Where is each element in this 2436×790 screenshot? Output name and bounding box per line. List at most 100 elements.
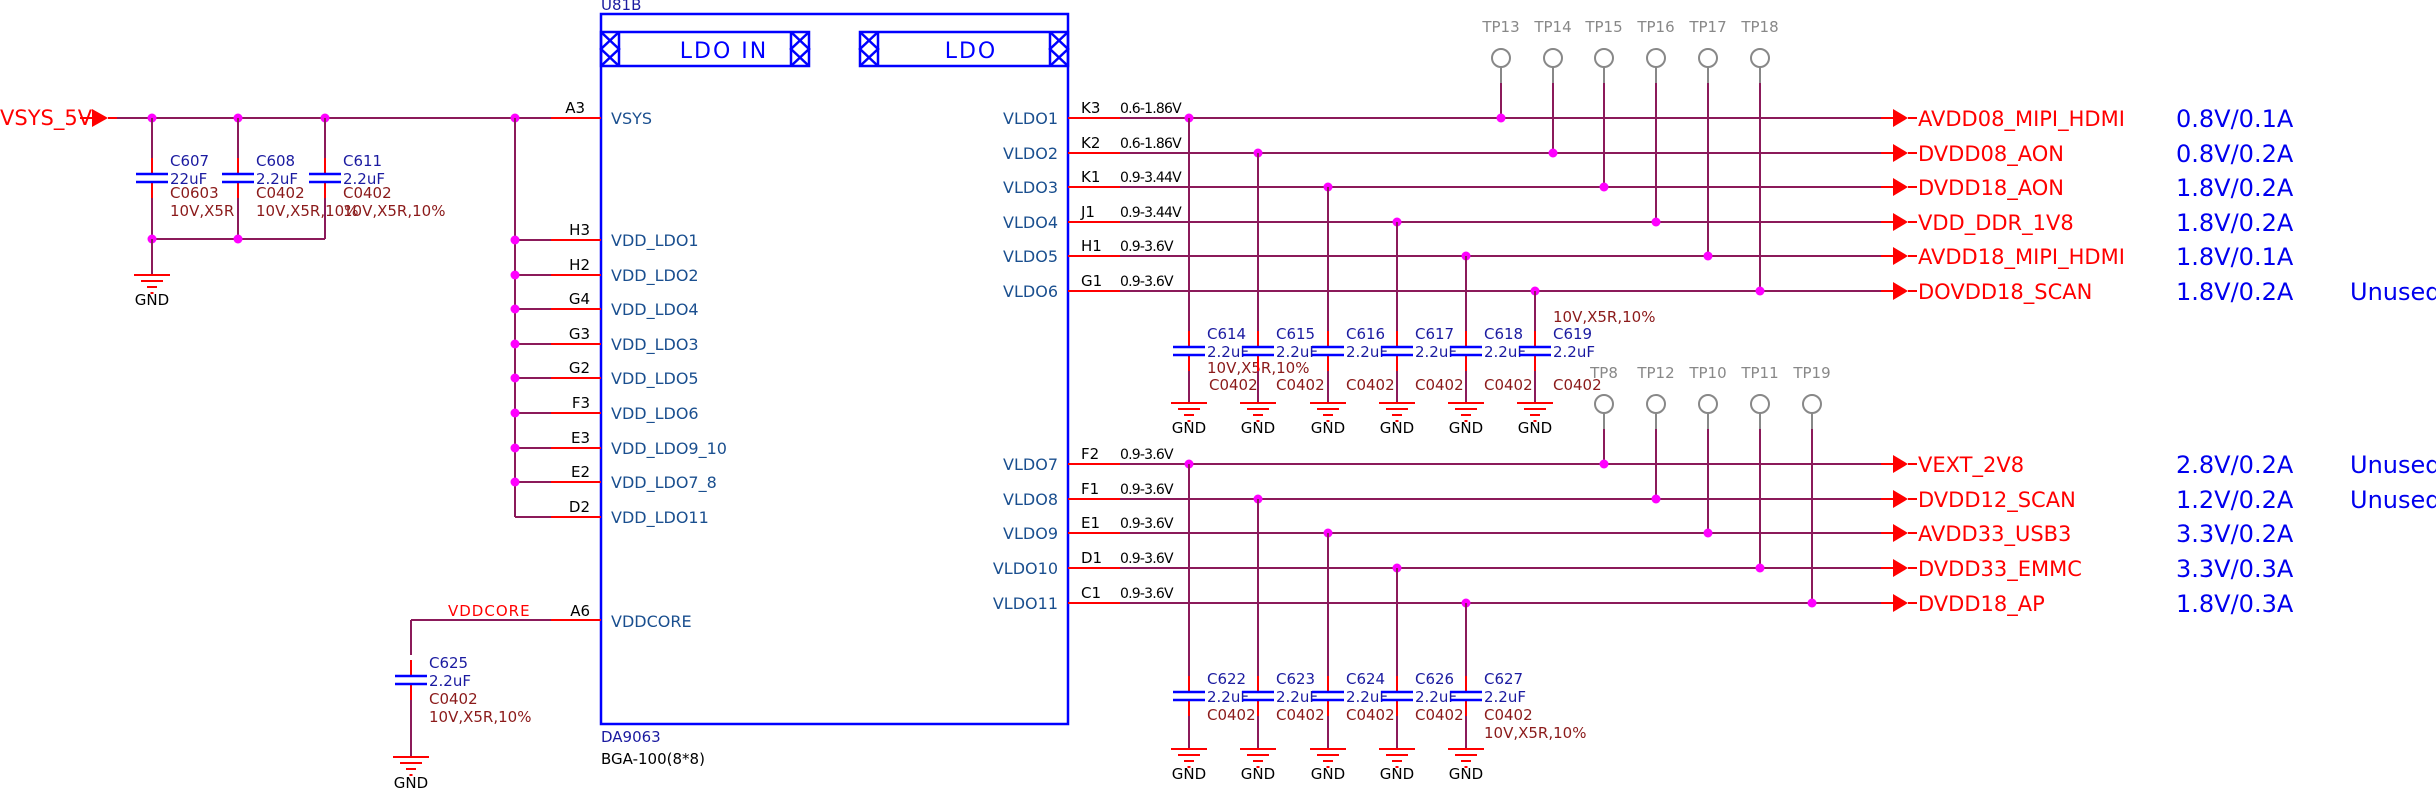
test-point-tp10[interactable]: TP10	[1688, 364, 1727, 538]
output-port-arrow-icon	[1893, 213, 1908, 231]
cap-package: C0402	[1415, 376, 1464, 394]
rail-rating: 1.8V/0.2A	[2176, 174, 2294, 202]
test-point-tp17[interactable]: TP17	[1688, 18, 1727, 261]
pin-number-vddcore: A6	[570, 602, 590, 620]
ground-symbol: GND	[1240, 748, 1276, 783]
cap-package: C0402	[1415, 706, 1464, 724]
cap-ref: C624	[1346, 670, 1385, 688]
junction	[1807, 598, 1817, 608]
test-point-tp19[interactable]: TP19	[1792, 364, 1831, 608]
net-label[interactable]: AVDD33_USB3	[1918, 522, 2071, 547]
test-point-label: TP14	[1533, 18, 1571, 36]
rail-rating: 1.8V/0.3A	[2176, 590, 2294, 618]
net-label[interactable]: DOVDD18_SCAN	[1918, 280, 2092, 305]
pin-number: H2	[569, 256, 590, 274]
test-point-label: TP17	[1688, 18, 1726, 36]
net-label[interactable]: DVDD33_EMMC	[1918, 557, 2082, 582]
cap-value: 2.2uF	[1207, 343, 1249, 361]
rail-rating: 1.8V/0.1A	[2176, 243, 2294, 271]
test-point-tp18[interactable]: TP18	[1740, 18, 1779, 296]
junction	[1703, 528, 1713, 538]
unused-note: Unused	[2350, 451, 2436, 479]
net-label[interactable]: VDD_DDR_1V8	[1918, 211, 2074, 236]
test-point-tp16[interactable]: TP16	[1636, 18, 1675, 227]
cap-ref: C608	[256, 152, 295, 170]
ic-u81b[interactable]: U81B DA9063 BGA-100(8*8) LDO IN LDO	[599, 0, 1070, 768]
net-label[interactable]: AVDD18_MIPI_HDMI	[1918, 245, 2125, 270]
junction	[1548, 148, 1558, 158]
net-label[interactable]: DVDD18_AON	[1918, 176, 2064, 201]
junction	[1599, 182, 1609, 192]
test-point-label: TP19	[1792, 364, 1830, 382]
cap-value: 2.2uF	[1553, 343, 1595, 361]
pin-name: VLDO2	[1003, 144, 1058, 163]
net-label[interactable]: DVDD12_SCAN	[1918, 488, 2076, 513]
junction	[510, 235, 520, 245]
test-point-label: TP13	[1481, 18, 1519, 36]
rail-rating: 0.8V/0.1A	[2176, 105, 2294, 133]
junction	[233, 234, 243, 244]
rail-rating: 1.2V/0.2A	[2176, 486, 2294, 514]
test-point-icon	[1750, 394, 1770, 414]
test-point-tp8[interactable]: TP8	[1589, 364, 1618, 469]
test-point-tp11[interactable]: TP11	[1740, 364, 1779, 573]
cap-ref: C626	[1415, 670, 1454, 688]
net-label[interactable]: DVDD08_AON	[1918, 142, 2064, 167]
header-ldo: LDO	[858, 30, 1070, 68]
unused-note: Unused	[2350, 486, 2436, 514]
gnd-label: GND	[1380, 765, 1414, 783]
vddcore-net[interactable]: VDDCORE A6 VDDCORE	[410, 602, 692, 655]
test-point-label: TP16	[1636, 18, 1674, 36]
hatch-icon	[599, 31, 811, 67]
net-label[interactable]: VEXT_2V8	[1918, 453, 2024, 478]
test-point-tp13[interactable]: TP13	[1481, 18, 1520, 123]
unused-note: Unused	[2350, 278, 2436, 306]
test-point-tp15[interactable]: TP15	[1584, 18, 1623, 192]
cap-package: C0402	[1553, 376, 1602, 394]
output-port-arrow-icon	[1893, 490, 1908, 508]
test-point-icon	[1594, 394, 1614, 414]
test-point-icon	[1698, 48, 1718, 68]
net-label[interactable]: AVDD08_MIPI_HDMI	[1918, 107, 2125, 132]
voltage-range: 0.6-1.86V	[1120, 136, 1182, 152]
test-point-tp12[interactable]: TP12	[1636, 364, 1675, 504]
net-label[interactable]: DVDD18_AP	[1918, 592, 2045, 617]
vsys-input[interactable]: VSYS_5V A3 VSYS	[0, 99, 652, 131]
test-point-tp14[interactable]: TP14	[1533, 18, 1572, 158]
gnd-label: GND	[1449, 419, 1483, 437]
